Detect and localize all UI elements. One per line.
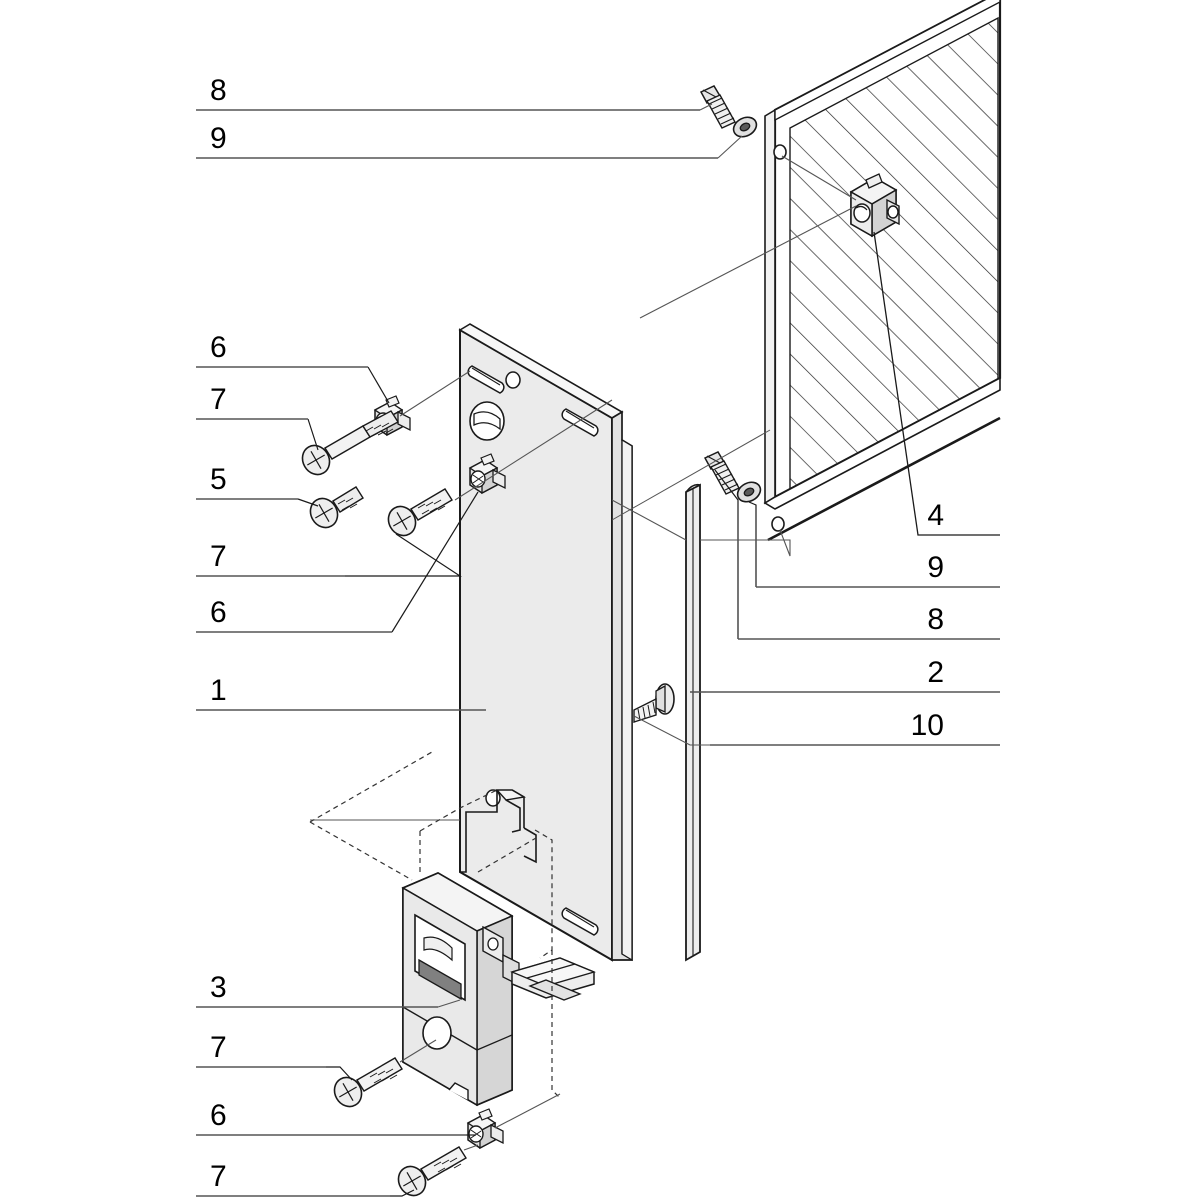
projection-panel-to-clip	[639, 205, 857, 319]
callout-9-right: 9	[927, 551, 944, 584]
long-screw-item7-upper	[301, 410, 399, 476]
projection-gasket-to-rear	[700, 529, 791, 557]
connector-window-lip	[423, 936, 453, 962]
connector-screw-hole	[422, 1016, 452, 1050]
collar-screw-item8-top	[699, 85, 736, 129]
callout-6-upper: 6	[210, 331, 227, 364]
rear-panel-left-edge	[764, 108, 776, 505]
projection-7-lower-to-hole	[399, 1039, 437, 1063]
leader-tip-7-bottom	[390, 1189, 415, 1197]
rear-panel-top-bevel	[774, 0, 1001, 122]
leader-tip-10	[633, 715, 710, 746]
callout-6-mid: 6	[210, 596, 227, 629]
callout-7-lower: 7	[210, 1031, 227, 1064]
washer-item9-right	[736, 481, 762, 503]
front-panel-tab-top	[495, 789, 527, 801]
leader-tip-5	[297, 498, 319, 507]
front-panel-item1	[458, 323, 633, 962]
callout-leaders-right	[690, 534, 1000, 746]
cage-nut-item6-mid	[468, 453, 506, 495]
clip-nut-block-item4	[849, 173, 900, 238]
callout-leaders-left	[196, 109, 718, 1197]
callout-7-mid: 7	[210, 540, 227, 573]
long-screw-item7-mid	[387, 488, 453, 537]
projection-6-upper	[399, 370, 471, 417]
leader-tip-9-right	[748, 501, 757, 587]
callout-1: 1	[210, 674, 227, 707]
handle-connector-item3	[401, 871, 596, 1107]
callout-5: 5	[210, 463, 227, 496]
assembly-projection-dashed	[309, 751, 561, 1099]
long-screw-item7-lower	[333, 1057, 403, 1108]
front-panel-hole-small-top	[505, 371, 521, 389]
rear-panel-bottom-bevel	[763, 376, 1001, 510]
projection-7-bottom	[463, 1144, 479, 1151]
callout-labels-left: 8 9 6 7 5 7 6 1 3 7 6 7	[210, 74, 227, 1193]
leader-tip-7-upper	[307, 418, 319, 451]
projection-diag-upper	[611, 429, 771, 521]
rear-panel-hole-top	[773, 144, 787, 160]
callout-4: 4	[927, 499, 944, 532]
callout-10: 10	[911, 709, 944, 742]
rear-panel-hole-bottom	[771, 516, 785, 532]
rear-panel-bottom-edge	[767, 416, 1001, 542]
callout-8-top: 8	[210, 74, 227, 107]
leader-tip-7-mid	[345, 533, 463, 577]
callout-3: 3	[210, 971, 227, 1004]
leader-tip-6-mid	[391, 491, 479, 633]
long-screw-item7-bottom	[397, 1146, 467, 1197]
leader-tip-6-upper	[367, 366, 390, 404]
cage-nut-item6-lower	[466, 1108, 504, 1150]
shoulder-screw-item10	[633, 683, 675, 723]
callout-8-right: 8	[927, 603, 944, 636]
projection-6-mid	[454, 399, 613, 501]
callout-2: 2	[927, 656, 944, 689]
callout-7-upper: 7	[210, 383, 227, 416]
leader-tip-7-lower	[326, 1066, 353, 1081]
front-panel-slots	[467, 365, 599, 936]
callout-6-lower: 6	[210, 1099, 227, 1132]
callout-9-top: 9	[210, 122, 227, 155]
callout-7-bottom: 7	[210, 1160, 227, 1193]
projection-6-lower	[494, 1093, 561, 1129]
leader-tip-8-right	[714, 469, 739, 639]
front-panel-flange-edge	[621, 438, 633, 962]
connector-window-shade	[418, 958, 462, 1001]
callout-labels-right: 4 9 8 2 10	[911, 499, 944, 742]
leader-tip-8-top	[699, 103, 713, 111]
leader-tip-3	[437, 999, 461, 1008]
projection-hole-to-clip	[781, 155, 857, 201]
leader-tip-9-top	[717, 135, 743, 159]
short-screw-item5	[309, 486, 364, 529]
projection-panel-to-gasket	[611, 499, 687, 541]
front-panel-hole-large	[469, 401, 505, 441]
washer-item9-top	[732, 116, 758, 138]
gasket-strip-item2	[685, 483, 701, 962]
